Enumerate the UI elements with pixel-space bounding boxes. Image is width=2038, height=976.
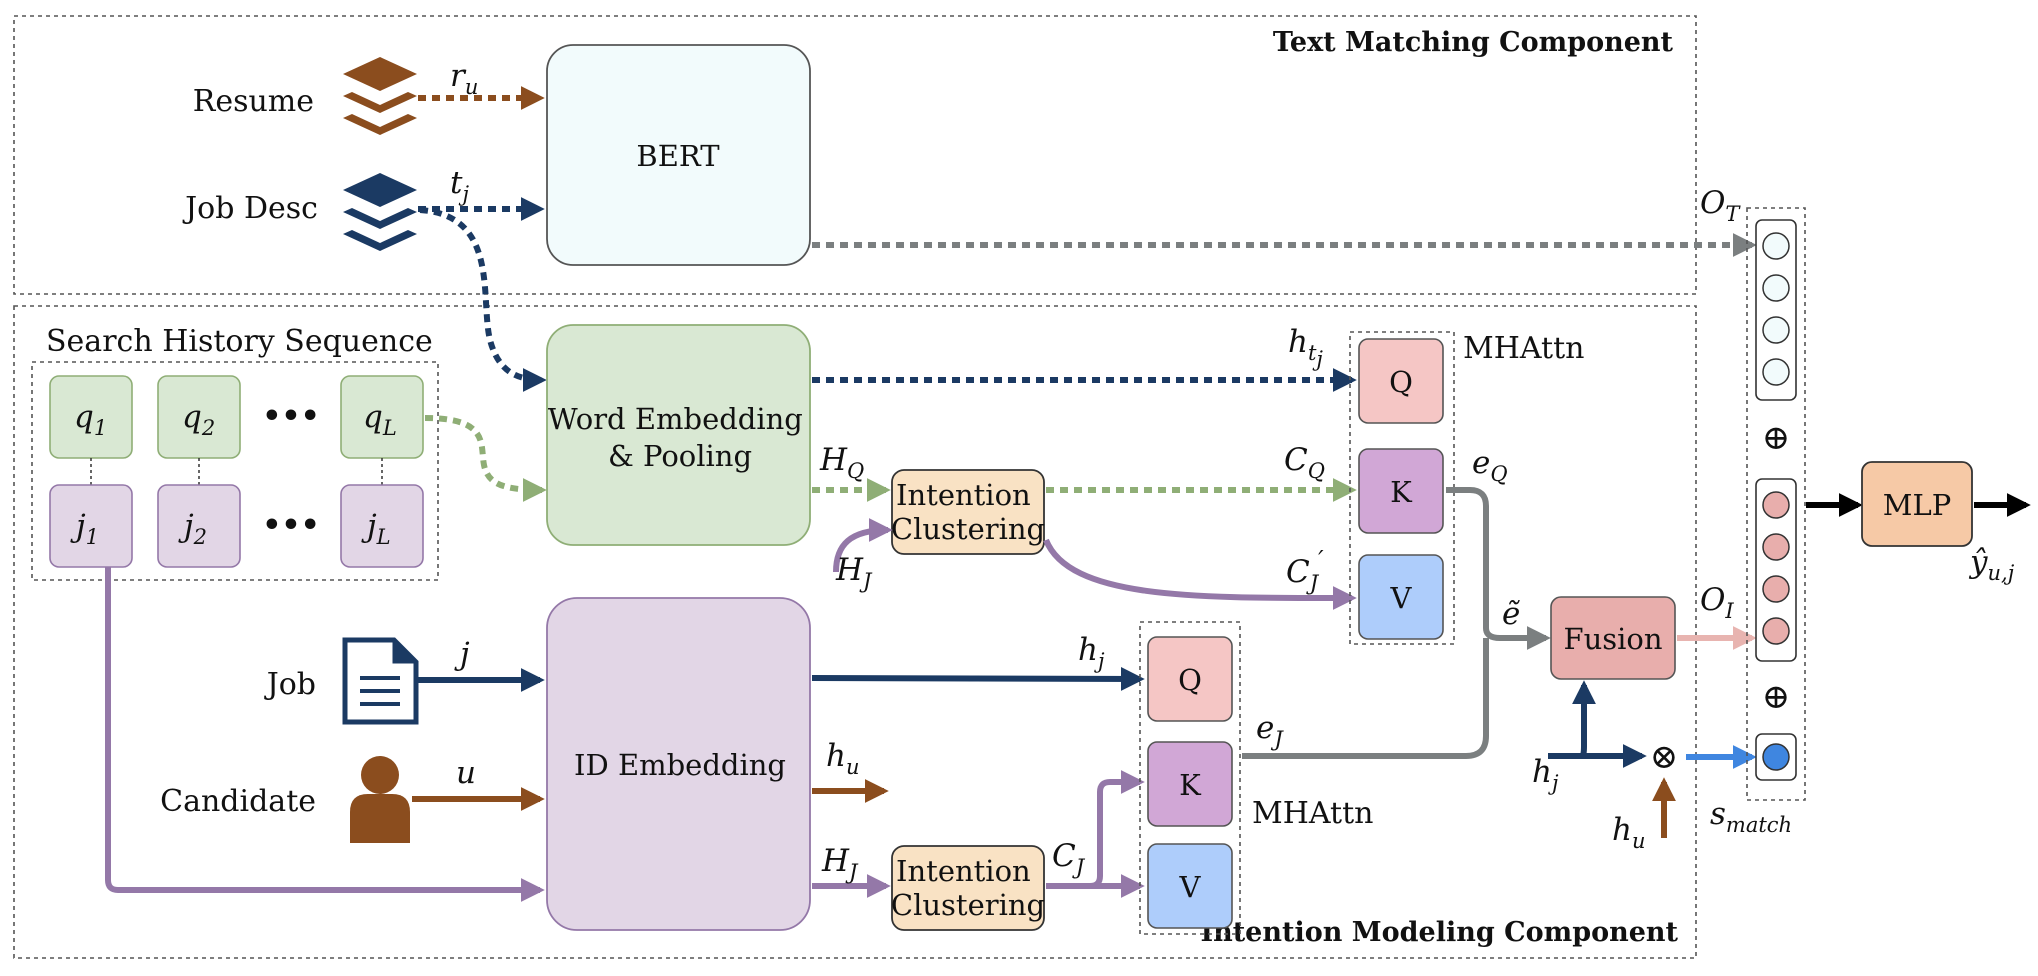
fusion-label: Fusion [1563, 622, 1662, 656]
c-q-symbol: CQ [1284, 442, 1325, 483]
e-q-symbol: eQ [1472, 445, 1508, 486]
resume-label: Resume [193, 84, 314, 119]
query-token-L: qL [340, 375, 424, 459]
e-j-symbol: eJ [1256, 710, 1284, 751]
v-lower: V [1147, 843, 1233, 929]
u-symbol: u [456, 755, 476, 791]
h-j-lower-upper-symbol: HJ [821, 843, 859, 884]
job-label: Job [264, 667, 316, 702]
otimes-symbol: ⊗ [1650, 737, 1679, 777]
search-history-title: Search History Sequence [46, 324, 433, 359]
idemb-to-q-arrow [811, 666, 1145, 691]
oplus-lower-symbol: ⊕ [1762, 677, 1791, 717]
clustering-to-v-arrow [1043, 538, 1357, 611]
svg-text:q2: q2 [182, 399, 215, 440]
h-q-symbol: HQ [819, 442, 864, 483]
intention-clustering-upper [891, 469, 1045, 555]
intention-clustering-lower-label: Intention Clustering [891, 854, 1045, 922]
document-icon [342, 637, 419, 725]
output-vector-frame [1746, 207, 1806, 801]
eq-to-fusion-arrow [1446, 487, 1551, 650]
q-lower: Q [1147, 636, 1233, 722]
job-desc-label: Job Desc [182, 191, 318, 226]
h-tj-symbol: htj [1288, 324, 1323, 371]
h-u-symbol: hu [826, 738, 860, 779]
job-token-1: j1 [49, 484, 133, 568]
query-token-1: q1 [49, 375, 133, 459]
query-token-2: q2 [157, 375, 241, 459]
candidate-label: Candidate [160, 784, 316, 819]
o-t-symbol: OT [1700, 185, 1741, 226]
s-match-symbol: smatch [1710, 796, 1792, 837]
intention-modeling-title: Intention Modeling Component [1200, 917, 1678, 948]
svg-text:q1: q1 [74, 399, 107, 440]
h-j-lower-symbol: hj [1078, 632, 1105, 673]
y-hat-symbol: ŷu,j [1968, 544, 2015, 585]
q-upper: Q [1358, 338, 1444, 424]
hj-to-clustering-arrow [833, 518, 893, 573]
smatch-vector [1755, 733, 1797, 781]
id-embedding-box [546, 597, 811, 931]
intention-clustering-lower [891, 845, 1045, 931]
svg-text:K: K [1390, 475, 1413, 509]
mhattn-lower-label: MHAttn [1252, 796, 1373, 831]
text-matching-title: Text Matching Component [1273, 27, 1674, 58]
svg-text:K: K [1179, 768, 1202, 802]
ej-to-fusion-arrow [1242, 638, 1489, 759]
job-desc-layers-icon [343, 173, 417, 251]
v-upper: V [1358, 554, 1444, 640]
e-tilde-symbol: ẽ [1502, 596, 1520, 632]
svg-text:Q: Q [1389, 365, 1413, 399]
mlp-box [1861, 461, 1973, 547]
svg-text:V: V [1179, 870, 1202, 904]
word-embedding-label: Word Embedding & Pooling [548, 402, 812, 473]
job-token-2: j2 [157, 484, 241, 568]
h-j-fusion-symbol: hj [1532, 754, 1559, 795]
t-j-symbol: tj [450, 165, 469, 206]
ot-vector [1755, 219, 1797, 401]
text-matching-frame [13, 15, 1697, 295]
resume-layers-icon [343, 57, 417, 135]
svg-text:qL: qL [363, 399, 397, 440]
k-upper: K [1358, 448, 1444, 534]
query-ellipsis: ••• [262, 399, 320, 434]
fusion-box [1550, 596, 1676, 680]
jobdesc-to-wordemb-arrow [419, 207, 547, 392]
oi-vector [1755, 478, 1797, 662]
job-token-L: jL [340, 484, 424, 568]
o-i-symbol: OI [1700, 582, 1734, 623]
mlp-label: MLP [1883, 488, 1951, 522]
mhattn-lower-frame [1139, 621, 1241, 935]
word-embedding-box [546, 324, 811, 546]
h-j-upper-symbol: HJ [835, 552, 873, 593]
bert-label: BERT [636, 139, 720, 173]
svg-text:Q: Q [1178, 663, 1202, 697]
intention-clustering-upper-label: Intention Clustering [891, 478, 1045, 546]
search-history-frame [31, 361, 439, 581]
c-j-symbol: CJ [1052, 838, 1086, 879]
c-j-prime-symbol: CJ′ [1286, 546, 1324, 595]
id-embedding-label: ID Embedding [574, 748, 786, 782]
intention-modeling-frame [13, 305, 1697, 959]
oplus-upper-symbol: ⊕ [1762, 418, 1791, 458]
r-u-symbol: ru [450, 58, 478, 99]
queries-to-wordemb-arrow [424, 415, 547, 502]
j-symbol: j [454, 636, 470, 672]
person-icon [350, 756, 410, 843]
svg-text:V: V [1390, 581, 1413, 615]
jobs-to-idemb-arrow [105, 567, 545, 902]
job-ellipsis: ••• [262, 508, 320, 543]
bert-box [546, 44, 811, 266]
mhattn-upper-label: MHAttn [1463, 331, 1584, 366]
hj-to-fusion-arrow [1552, 680, 1596, 759]
k-lower: K [1147, 741, 1233, 827]
h-u-fusion-symbol: hu [1612, 812, 1646, 853]
